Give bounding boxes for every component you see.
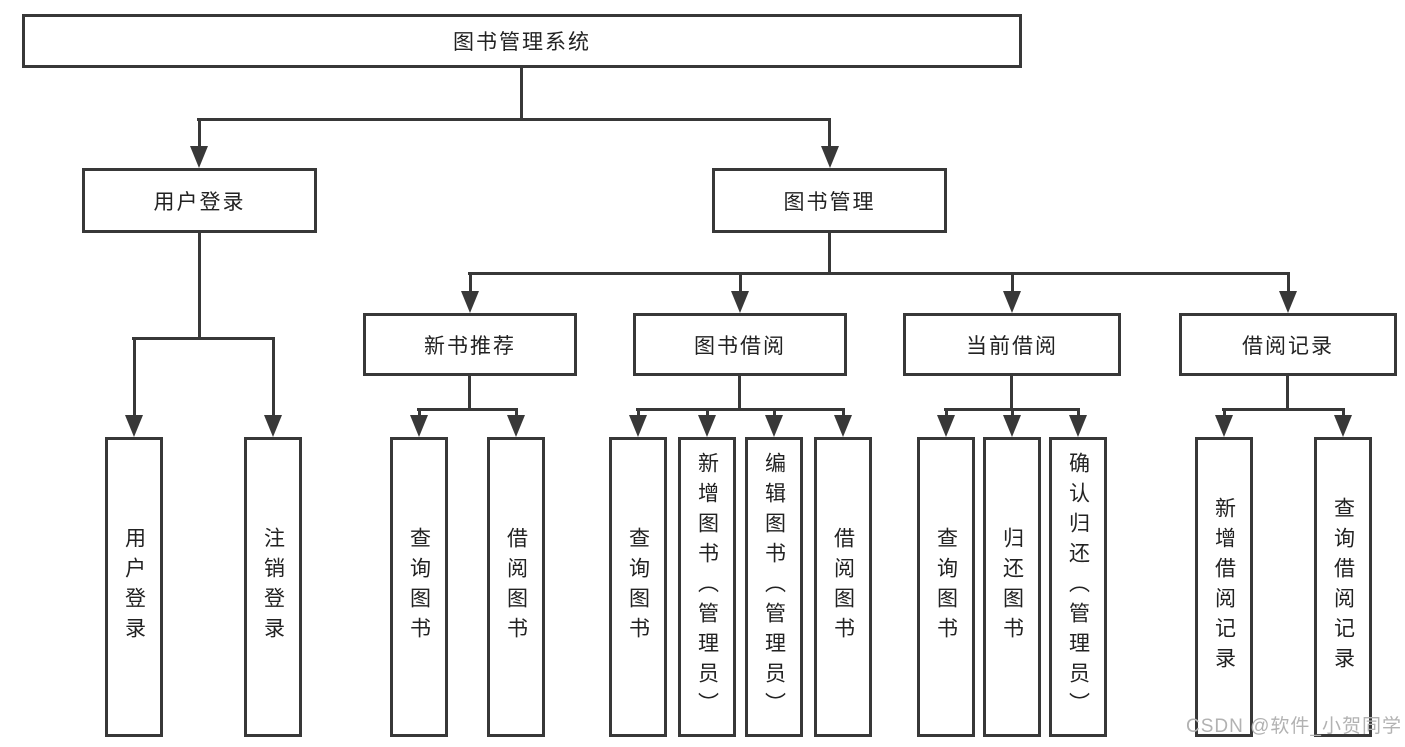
arrow-to-current-borrow [1003,272,1021,313]
arrow-to-query-books-2 [629,408,647,437]
arrow-to-leaf-logout [264,337,282,437]
arrow-to-user-login [190,118,208,168]
arrow-to-new-book-rec [461,272,479,313]
leaf-borrow-books-2: 借阅图书 [814,437,872,737]
arrow-to-edit-book-admin [765,408,783,437]
leaf-query-books-2: 查询图书 [609,437,667,737]
arrow-to-leaf-user-login [125,337,143,437]
arrow-to-borrow-records [1279,272,1297,313]
arrow-to-add-book-admin [698,408,716,437]
node-borrowing-records: 借阅记录 [1179,313,1397,376]
leaf-user-login: 用户登录 [105,437,163,737]
arrow-to-confirm-return [1069,408,1087,437]
leaf-add-borrow-record: 新增借阅记录 [1195,437,1253,737]
csdn-watermark: CSDN @软件_小贺同学 [1186,716,1402,737]
node-book-management: 图书管理 [712,168,947,233]
node-root-library-system: 图书管理系统 [22,14,1022,68]
leaf-query-borrow-record: 查询借阅记录 [1314,437,1372,737]
connector-book-management-stem [828,233,831,274]
leaf-logout: 注销登录 [244,437,302,737]
connector-level3-rail [468,272,1290,275]
arrow-to-add-borrow-record [1215,408,1233,437]
leaf-query-books-1: 查询图书 [390,437,448,737]
connector-book-borrow-rail [636,408,845,411]
leaf-edit-book-admin: 编辑图书（管理员） [745,437,803,737]
node-new-book-recommendation: 新书推荐 [363,313,577,376]
connector-user-login-stem [198,233,201,340]
arrow-to-book-management [820,118,839,168]
arrow-to-query-books-1 [410,408,428,437]
connector-root-stem [520,68,523,121]
arrow-to-book-borrow [731,272,749,313]
connector-level2-rail [197,118,831,121]
node-user-login: 用户登录 [82,168,317,233]
connector-user-login-rail [132,337,275,340]
arrow-to-query-borrow-record [1334,408,1352,437]
arrow-to-borrow-books-2 [834,408,852,437]
connector-borrow-records-stem [1286,376,1289,410]
arrow-to-borrow-books-1 [507,408,525,437]
leaf-query-books-3: 查询图书 [917,437,975,737]
connector-borrow-records-rail [1222,408,1345,411]
leaf-confirm-return-admin: 确认归还（管理员） [1049,437,1107,737]
connector-book-borrow-stem [738,376,741,410]
leaf-borrow-books-1: 借阅图书 [487,437,545,737]
leaf-return-book: 归还图书 [983,437,1041,737]
node-book-borrowing: 图书借阅 [633,313,847,376]
node-current-borrowing: 当前借阅 [903,313,1121,376]
connector-current-borrow-stem [1010,376,1013,410]
leaf-add-book-admin: 新增图书（管理员） [678,437,736,737]
connector-new-book-rec-stem [468,376,471,410]
arrow-to-return-book [1003,408,1021,437]
connector-new-book-rec-rail [417,408,518,411]
arrow-to-query-books-3 [937,408,955,437]
